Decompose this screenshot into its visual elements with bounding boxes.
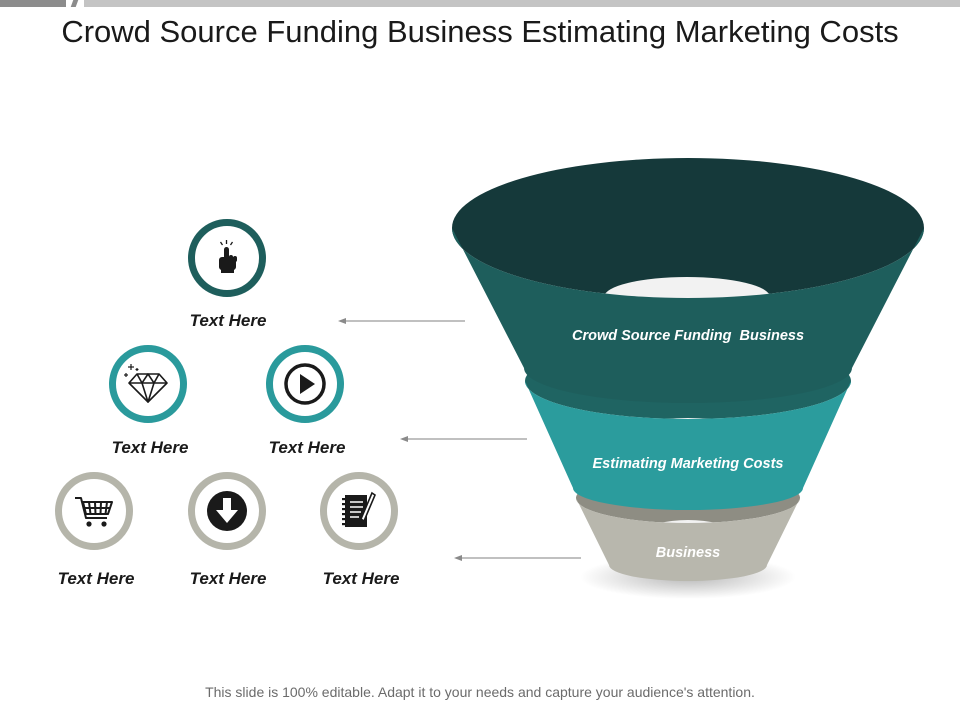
funnel-level-2-label: Estimating Marketing Costs: [592, 456, 784, 472]
connector-arrow: [454, 555, 581, 561]
icon-circle-download: [188, 472, 266, 550]
slide-title: Crowd Source Funding Business Estimating…: [61, 14, 899, 49]
play-icon: [284, 363, 326, 405]
pointer-hand-icon: [219, 240, 237, 273]
shopping-cart-icon: [75, 497, 113, 527]
funnel-level-1-label: Crowd Source Funding Business: [571, 328, 805, 344]
icon-label: Text Here: [57, 569, 135, 588]
icon-circle-pointer: [188, 219, 266, 297]
download-icon: [207, 491, 247, 531]
connector-arrow: [338, 318, 465, 324]
icon-circle-diamond: [109, 345, 187, 423]
connector-arrow: [400, 436, 527, 442]
top-accent-bar: [0, 0, 960, 7]
notepad-pencil-icon: [342, 491, 376, 527]
icon-label: Text Here: [268, 438, 346, 457]
icon-label: Text Here: [111, 438, 189, 457]
icon-circle-notepad: [320, 472, 398, 550]
accent-segment: [0, 0, 66, 7]
funnel-level-1: [452, 158, 924, 403]
icon-label: Text Here: [189, 569, 267, 588]
diamond-icon: [124, 364, 168, 403]
icon-label: Text Here: [189, 311, 267, 330]
accent-segment: [84, 0, 960, 7]
icon-circle-cart: [55, 472, 133, 550]
funnel-level-3-label: Business: [655, 545, 721, 561]
slide-footer: This slide is 100% editable. Adapt it to…: [205, 684, 755, 700]
icon-circle-play: [266, 345, 344, 423]
icon-label: Text Here: [322, 569, 400, 588]
